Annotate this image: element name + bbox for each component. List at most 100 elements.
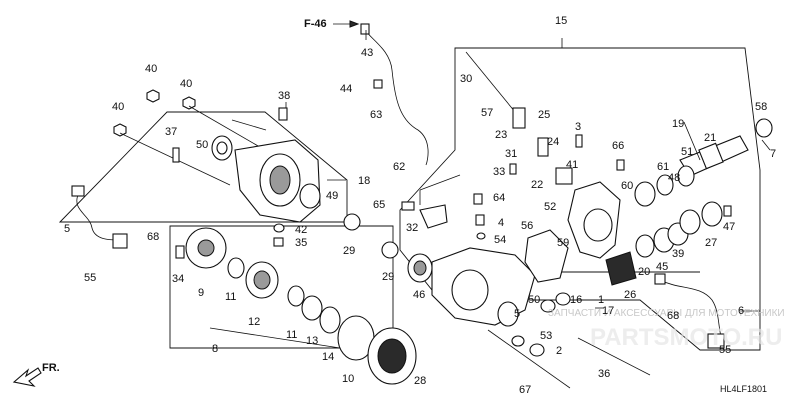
callout-29b[interactable]: 29 bbox=[382, 271, 394, 283]
bolt-34 bbox=[175, 245, 185, 259]
callout-7[interactable]: 7 bbox=[770, 148, 776, 160]
callout-41[interactable]: 41 bbox=[566, 159, 578, 171]
callout-67[interactable]: 67 bbox=[519, 384, 531, 396]
callout-29a[interactable]: 29 bbox=[343, 245, 355, 257]
callout-50a[interactable]: 50 bbox=[196, 139, 208, 151]
callout-19[interactable]: 19 bbox=[672, 118, 684, 130]
callout-33[interactable]: 33 bbox=[493, 166, 505, 178]
callout-43[interactable]: 43 bbox=[361, 47, 373, 59]
callout-40c[interactable]: 40 bbox=[112, 101, 124, 113]
callout-27[interactable]: 27 bbox=[705, 237, 717, 249]
callout-42[interactable]: 42 bbox=[295, 224, 307, 236]
callout-56[interactable]: 56 bbox=[521, 220, 533, 232]
callout-10[interactable]: 10 bbox=[342, 373, 354, 385]
callout-21[interactable]: 21 bbox=[704, 132, 716, 144]
callout-65[interactable]: 65 bbox=[373, 199, 385, 211]
callout-60[interactable]: 60 bbox=[621, 180, 633, 192]
bolt-67 bbox=[487, 329, 571, 389]
callout-64[interactable]: 64 bbox=[493, 192, 505, 204]
collar-21 bbox=[698, 142, 724, 170]
callout-53[interactable]: 53 bbox=[540, 330, 552, 342]
callout-32[interactable]: 32 bbox=[406, 222, 418, 234]
callout-49[interactable]: 49 bbox=[326, 190, 338, 202]
callout-51[interactable]: 51 bbox=[681, 146, 693, 158]
arrow-icon bbox=[12, 367, 42, 387]
callout-4[interactable]: 4 bbox=[498, 217, 504, 229]
callout-31[interactable]: 31 bbox=[505, 148, 517, 160]
callout-39[interactable]: 39 bbox=[672, 248, 684, 260]
callout-16[interactable]: 16 bbox=[570, 294, 582, 306]
oring-42 bbox=[273, 223, 285, 233]
callout-3[interactable]: 3 bbox=[575, 121, 581, 133]
callout-11b[interactable]: 11 bbox=[286, 329, 297, 341]
callout-68a[interactable]: 68 bbox=[147, 231, 159, 243]
callouts: 1 2 3 4 5 5 6 7 8 9 10 11 11 12 13 14 15… bbox=[64, 15, 776, 396]
callout-54[interactable]: 54 bbox=[494, 234, 506, 246]
callout-61[interactable]: 61 bbox=[657, 161, 669, 173]
breather-tube bbox=[364, 29, 429, 166]
callout-12[interactable]: 12 bbox=[248, 316, 260, 328]
callout-38[interactable]: 38 bbox=[278, 90, 290, 102]
callout-22[interactable]: 22 bbox=[531, 179, 543, 191]
front-direction-arrow: FR. bbox=[12, 362, 60, 387]
callout-44[interactable]: 44 bbox=[340, 83, 352, 95]
circlip-29b bbox=[381, 241, 399, 259]
callout-2[interactable]: 2 bbox=[556, 345, 562, 357]
callout-57[interactable]: 57 bbox=[481, 107, 493, 119]
callout-26[interactable]: 26 bbox=[624, 289, 636, 301]
callout-59[interactable]: 59 bbox=[557, 237, 569, 249]
callout-20[interactable]: 20 bbox=[638, 266, 650, 278]
callout-48[interactable]: 48 bbox=[668, 172, 680, 184]
callout-15[interactable]: 15 bbox=[555, 15, 567, 27]
callout-40b[interactable]: 40 bbox=[180, 78, 192, 90]
callout-1[interactable]: 1 bbox=[598, 294, 604, 306]
shim-49 bbox=[299, 183, 321, 209]
callout-9[interactable]: 9 bbox=[198, 287, 204, 299]
callout-8[interactable]: 8 bbox=[212, 343, 218, 355]
nut-40a bbox=[146, 89, 160, 103]
bolt-38 bbox=[278, 107, 288, 121]
callout-14[interactable]: 14 bbox=[322, 351, 334, 363]
breather-fitting bbox=[360, 23, 370, 35]
bearing-60 bbox=[634, 181, 656, 207]
callout-40a[interactable]: 40 bbox=[145, 63, 157, 75]
callout-35[interactable]: 35 bbox=[295, 237, 307, 249]
callout-6[interactable]: 6 bbox=[738, 305, 744, 317]
parts bbox=[71, 23, 773, 389]
callout-37[interactable]: 37 bbox=[165, 126, 177, 138]
speed-sensor-6 bbox=[707, 333, 725, 349]
washer-50c bbox=[540, 299, 556, 313]
callout-63[interactable]: 63 bbox=[370, 109, 382, 121]
callout-34[interactable]: 34 bbox=[172, 273, 184, 285]
callout-30[interactable]: 30 bbox=[460, 73, 472, 85]
callout-5a[interactable]: 5 bbox=[64, 223, 70, 235]
shim-11b bbox=[287, 285, 305, 307]
callout-58[interactable]: 58 bbox=[755, 101, 767, 113]
callout-36[interactable]: 36 bbox=[598, 368, 610, 380]
circlip-29a bbox=[343, 213, 361, 231]
callout-17[interactable]: 17 bbox=[602, 305, 614, 317]
callout-11a[interactable]: 11 bbox=[225, 291, 236, 303]
callout-62[interactable]: 62 bbox=[393, 161, 405, 173]
callout-55b[interactable]: 55 bbox=[719, 344, 731, 356]
callout-50b[interactable]: 50 bbox=[528, 294, 540, 306]
callout-24[interactable]: 24 bbox=[547, 136, 559, 148]
callout-55a[interactable]: 55 bbox=[84, 272, 96, 284]
callout-25[interactable]: 25 bbox=[538, 109, 550, 121]
leader-lines bbox=[209, 30, 771, 349]
callout-47[interactable]: 47 bbox=[723, 221, 735, 233]
callout-5b[interactable]: 5 bbox=[514, 308, 520, 320]
callout-45[interactable]: 45 bbox=[656, 261, 668, 273]
pinion-gear-26 bbox=[605, 251, 637, 286]
bracket-32 bbox=[419, 204, 448, 229]
callout-46[interactable]: 46 bbox=[413, 289, 425, 301]
callout-23[interactable]: 23 bbox=[495, 129, 507, 141]
callout-13[interactable]: 13 bbox=[306, 335, 318, 347]
bearing-27b bbox=[679, 209, 701, 235]
callout-18[interactable]: 18 bbox=[358, 175, 370, 187]
callout-52[interactable]: 52 bbox=[544, 201, 556, 213]
sensor-connector-5 bbox=[71, 185, 85, 197]
callout-68b[interactable]: 68 bbox=[667, 310, 679, 322]
callout-28[interactable]: 28 bbox=[414, 375, 426, 387]
callout-66[interactable]: 66 bbox=[612, 140, 624, 152]
